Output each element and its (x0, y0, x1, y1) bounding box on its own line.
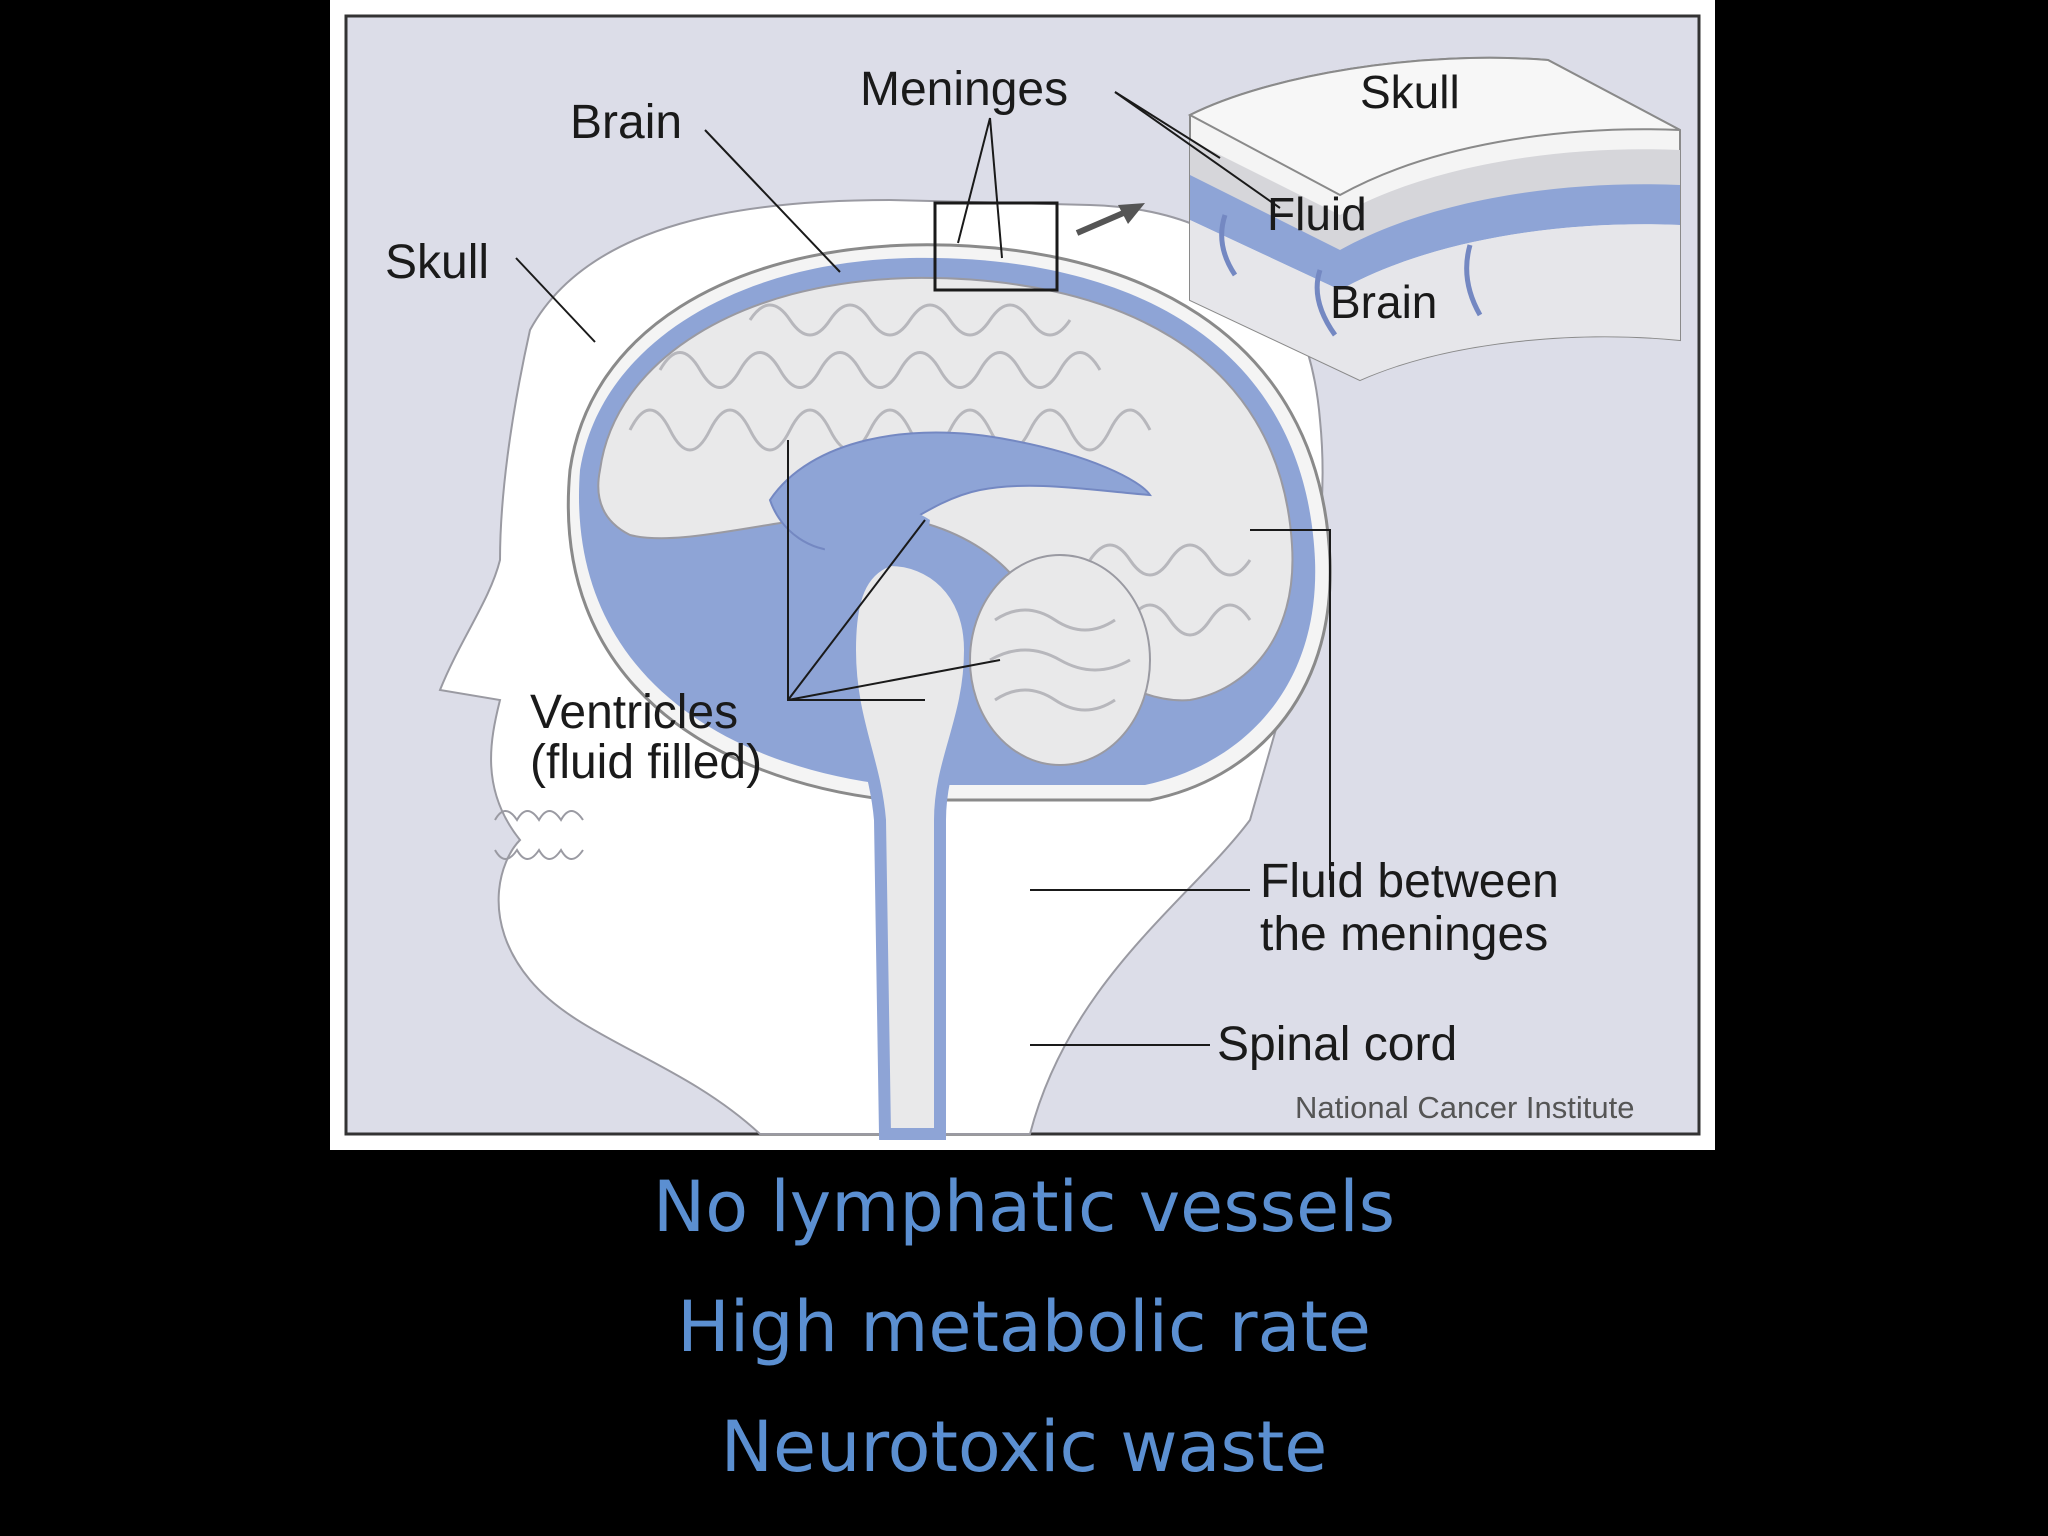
brainstem-spinal-cord (843, 553, 977, 1140)
meninges-inset (1187, 56, 1681, 382)
inset-label-skull: Skull (1360, 66, 1460, 118)
bullet-2: High metabolic rate (677, 1286, 1371, 1368)
inset-label-fluid: Fluid (1267, 188, 1367, 240)
meninges-leader-a (957, 117, 991, 244)
label-meninges: Meninges (860, 63, 1068, 116)
brain-leader (704, 129, 841, 273)
label-fluid-between-line1: Fluid between (1260, 855, 1559, 908)
skull-leader (515, 257, 596, 343)
inset-label-brain: Brain (1330, 276, 1437, 328)
zoom-arrowhead (1118, 203, 1145, 224)
meninges-leader-c (1114, 91, 1221, 159)
brain-diagram-figure: Brain Meninges Skull Ventricles (fluid f… (330, 0, 1715, 1150)
bullet-3: Neurotoxic waste (720, 1406, 1328, 1488)
leader-lines (515, 91, 1331, 1046)
label-ventricles-line2: (fluid filled) (530, 736, 762, 789)
label-ventricles-line1: Ventricles (530, 686, 738, 739)
fluid-between-leader-a (1250, 529, 1331, 880)
teeth (494, 810, 584, 860)
zoom-box (933, 201, 1059, 292)
label-fluid-between-line2: the meninges (1260, 908, 1548, 961)
meninges-leader-b (989, 117, 1003, 259)
bullet-list: No lymphatic vessels High metabolic rate… (0, 1150, 2048, 1536)
brain-diagram-svg: Brain Meninges Skull Ventricles (fluid f… (344, 14, 1701, 1140)
meninges-leader-d (1114, 91, 1281, 209)
label-skull: Skull (385, 236, 489, 289)
credit-text: National Cancer Institute (1295, 1090, 1634, 1125)
cerebellum (969, 554, 1151, 766)
label-spinal-cord: Spinal cord (1217, 1018, 1457, 1071)
bullet-1: No lymphatic vessels (652, 1166, 1396, 1248)
ventricles-leader-c (787, 659, 1001, 701)
label-brain: Brain (570, 96, 682, 149)
ventricles-leader-b (787, 519, 926, 701)
brain-gyri (628, 303, 1252, 637)
